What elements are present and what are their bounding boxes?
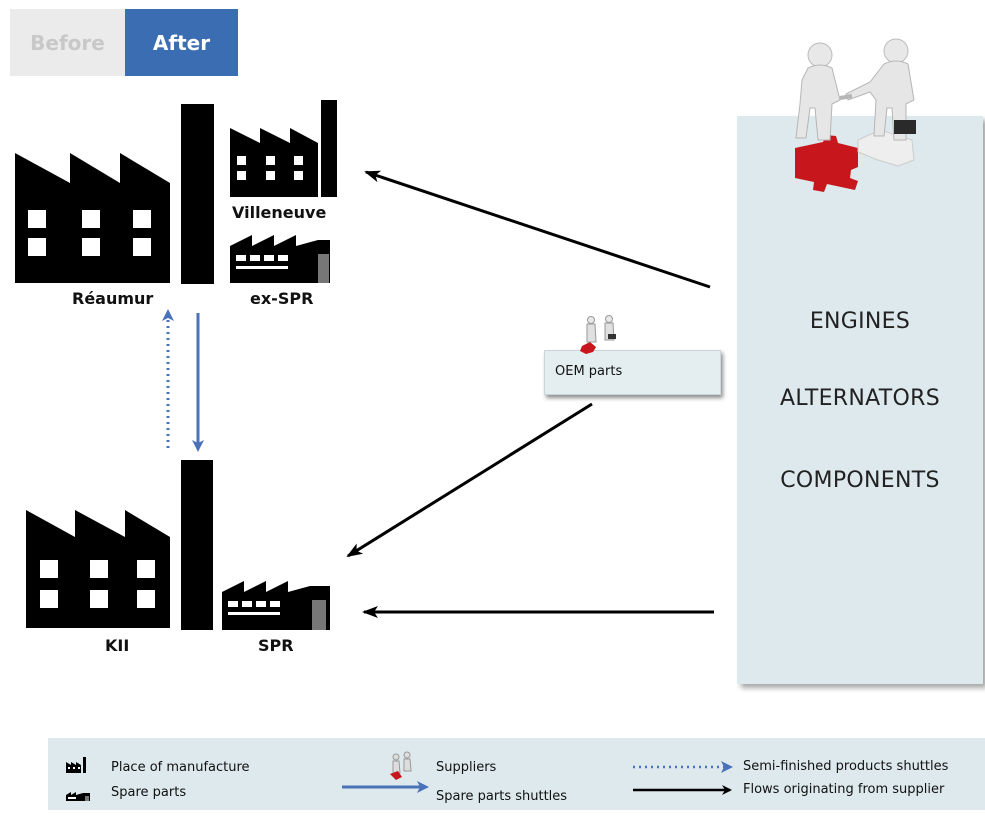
- label-villeneuve: Villeneuve: [232, 203, 327, 222]
- flow-oem-to-spr-arrow: [346, 402, 593, 558]
- label-ex-spr: ex-SPR: [250, 289, 314, 308]
- spr-warehouse-icon: [222, 581, 330, 630]
- legend-spare-parts-shuttles: Spare parts shuttles: [436, 789, 568, 804]
- reaumur-factory-icon: [15, 104, 214, 284]
- label-reaumur: Réaumur: [72, 289, 154, 308]
- legend-flows-from-supplier: Flows originating from supplier: [743, 782, 945, 797]
- label-kii: KII: [105, 636, 130, 655]
- oem-parts-box: OEM parts: [544, 350, 721, 395]
- category-alternators: ALTERNATORS: [779, 386, 940, 411]
- flow-engines-to-villeneuve-arrow: [364, 170, 711, 289]
- legend-suppliers-icon: [390, 751, 412, 780]
- legend-place-of-manufacture: Place of manufacture: [111, 760, 250, 775]
- oem-parts-label: OEM parts: [555, 364, 623, 379]
- legend-semi-finished-shuttles: Semi-finished products shuttles: [743, 759, 949, 774]
- label-spr: SPR: [258, 636, 294, 655]
- category-components: COMPONENTS: [780, 468, 940, 493]
- ex-spr-warehouse-icon: [230, 235, 330, 283]
- oem-suppliers-icon: [580, 315, 616, 354]
- tab-before[interactable]: Before: [10, 9, 125, 76]
- villeneuve-factory-icon: [230, 100, 337, 197]
- category-engines: ENGINES: [809, 309, 911, 334]
- kii-factory-icon: [26, 460, 213, 630]
- legend-suppliers: Suppliers: [436, 760, 497, 775]
- supplier-panel: ENGINES ALTERNATORS COMPONENTS: [737, 116, 983, 684]
- tab-after[interactable]: After: [125, 9, 238, 76]
- legend-spare-parts-icon: [66, 792, 90, 801]
- legend: Place of manufacture Spare parts Supplie…: [48, 738, 985, 810]
- legend-factory-icon: [66, 757, 86, 773]
- handshake-puzzle-icon: [795, 38, 916, 192]
- legend-spare-parts: Spare parts: [111, 785, 187, 800]
